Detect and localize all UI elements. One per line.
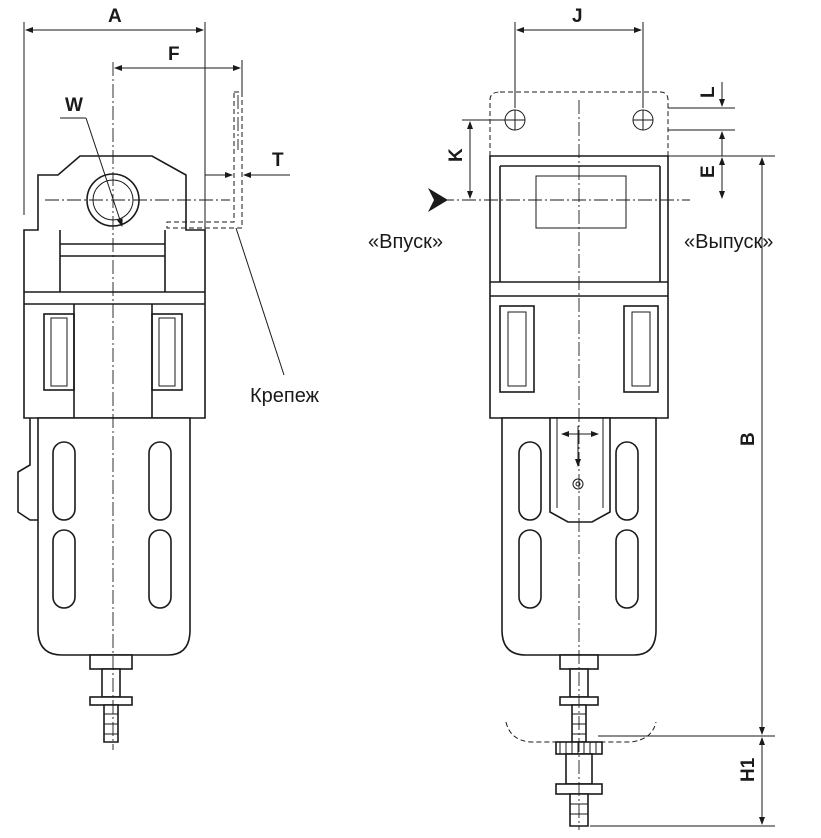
dim-label-W: W [65,95,83,116]
left-bowl-slot-2 [52,529,76,609]
right-view [428,91,690,830]
fastener-callout: Крепеж [250,385,320,407]
inlet-arrow-icon [428,188,448,212]
right-bowl-slot-3 [615,441,639,521]
dim-label-F: F [168,44,180,65]
left-dimensions: A F W T Крепеж [23,6,320,407]
dim-label-H1: H1 [738,757,759,782]
right-head-window [535,175,627,229]
dim-label-J: J [572,6,583,27]
outlet-callout: «Выпуск» [684,231,773,253]
dim-label-T: T [272,150,284,171]
left-bowl-slot-3 [148,441,172,521]
left-bowl-slot-4 [148,529,172,609]
left-bowl-slot-1 [52,441,76,521]
level-indicator [549,417,611,523]
left-drain-nut [89,654,133,670]
left-window-left [43,313,75,391]
right-window-right [623,305,659,393]
right-window-left [499,305,535,393]
dim-label-E: E [698,165,719,178]
right-bowl-slot-1 [518,441,542,521]
right-bowl-slot-2 [518,529,542,609]
right-bowl-slot-4 [615,529,639,609]
dim-label-B: B [738,432,759,446]
dim-label-K: K [446,148,467,162]
dim-label-A: A [108,6,122,27]
mounting-plate [489,91,669,156]
left-view [17,62,243,750]
right-dimensions: J L K E B H1 «Впуск» «Выпуск» [368,6,775,827]
dim-label-L: L [698,86,719,98]
left-window-right [151,313,183,391]
inlet-callout: «Впуск» [368,231,443,253]
